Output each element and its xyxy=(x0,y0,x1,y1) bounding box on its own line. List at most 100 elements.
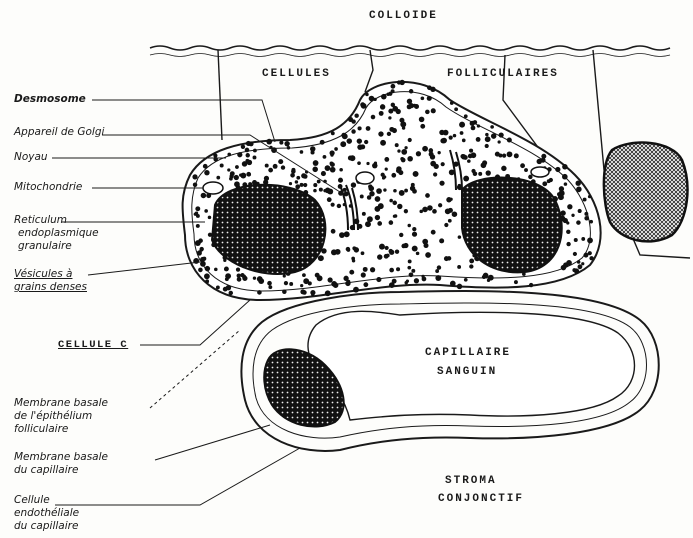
granule xyxy=(330,150,335,155)
granule xyxy=(514,280,518,284)
granule xyxy=(331,203,335,207)
mitochondrion xyxy=(203,182,223,194)
label-endothelial-1: Cellule xyxy=(14,494,50,506)
granule xyxy=(358,126,362,130)
granule xyxy=(287,146,291,150)
granule xyxy=(367,216,373,222)
granule xyxy=(401,158,406,163)
granule xyxy=(352,259,355,262)
granule xyxy=(381,94,387,100)
granule xyxy=(435,275,441,281)
granule xyxy=(441,138,447,144)
granule xyxy=(409,272,414,277)
granule xyxy=(347,280,351,284)
granule xyxy=(246,141,251,146)
colloid-label: COLLOIDE xyxy=(369,10,438,22)
granule xyxy=(301,173,306,178)
granule xyxy=(208,216,212,220)
leader-line-c-cell xyxy=(140,300,250,345)
granule xyxy=(561,265,567,271)
granule xyxy=(387,132,391,136)
granule xyxy=(204,170,209,175)
granule xyxy=(300,284,303,287)
granule xyxy=(223,259,226,262)
granule xyxy=(366,126,371,131)
granule xyxy=(469,259,474,264)
granule xyxy=(408,259,412,263)
granule xyxy=(282,289,287,294)
granule xyxy=(449,136,453,140)
granule xyxy=(325,165,331,171)
nucleus-left xyxy=(212,185,325,274)
label-golgi: Appareil de Golgi xyxy=(14,126,104,138)
granule xyxy=(507,137,512,142)
granule xyxy=(424,243,429,248)
granule xyxy=(351,182,356,187)
granule xyxy=(360,102,365,107)
granule xyxy=(469,149,473,153)
granule xyxy=(350,155,356,161)
granule xyxy=(476,137,481,142)
granule xyxy=(390,128,393,131)
granule xyxy=(363,282,368,287)
granule xyxy=(395,143,399,147)
granule xyxy=(408,224,411,227)
granule xyxy=(340,141,346,147)
granule xyxy=(312,167,318,173)
leader-line-desmosome xyxy=(92,100,275,142)
granule xyxy=(574,238,578,242)
label-endothelial-3: du capillaire xyxy=(14,520,78,532)
granule xyxy=(427,205,433,211)
granule xyxy=(197,250,202,255)
granule xyxy=(391,84,396,89)
granule xyxy=(486,170,491,175)
granule xyxy=(365,93,368,96)
granule xyxy=(296,176,300,180)
granule xyxy=(339,168,343,172)
label-basal-epi-2: de l'épithélium xyxy=(14,410,92,422)
granule xyxy=(393,215,396,218)
granule xyxy=(237,274,241,278)
granule xyxy=(253,149,257,153)
granule xyxy=(357,161,361,165)
label-basal-cap-1: Membrane basale xyxy=(14,451,108,463)
granule xyxy=(349,270,354,275)
granule xyxy=(453,134,457,138)
capillary-label: CAPILLAIRE xyxy=(425,347,511,359)
granule xyxy=(427,96,432,101)
granule xyxy=(354,247,359,252)
granule xyxy=(393,189,397,193)
granule xyxy=(412,227,416,231)
granule xyxy=(201,193,207,199)
granule xyxy=(318,255,324,261)
granule xyxy=(325,290,331,296)
granule xyxy=(266,139,272,145)
label-vesicles-1: Vésicules à xyxy=(14,268,72,280)
granule xyxy=(281,165,285,169)
granule xyxy=(589,220,593,224)
granule xyxy=(431,230,436,235)
granule xyxy=(450,281,456,287)
granule xyxy=(369,191,374,196)
granule xyxy=(485,136,491,142)
granule xyxy=(291,169,296,174)
granule xyxy=(445,208,451,214)
granule xyxy=(193,183,197,187)
mitochondrion xyxy=(531,167,549,177)
granule xyxy=(245,148,250,153)
granule xyxy=(575,180,580,185)
granule xyxy=(564,182,568,186)
granule xyxy=(588,195,591,198)
granule xyxy=(588,251,592,255)
granule xyxy=(362,212,366,216)
granule xyxy=(392,279,397,284)
label-reticulum-1: Reticulum xyxy=(14,214,67,226)
granule xyxy=(216,176,220,180)
label-basal-epi-1: Membrane basale xyxy=(14,397,108,409)
granule xyxy=(235,165,239,169)
granule xyxy=(462,139,466,143)
granule xyxy=(502,154,506,158)
granule xyxy=(520,163,525,168)
granule xyxy=(411,269,415,273)
granule xyxy=(195,206,200,211)
